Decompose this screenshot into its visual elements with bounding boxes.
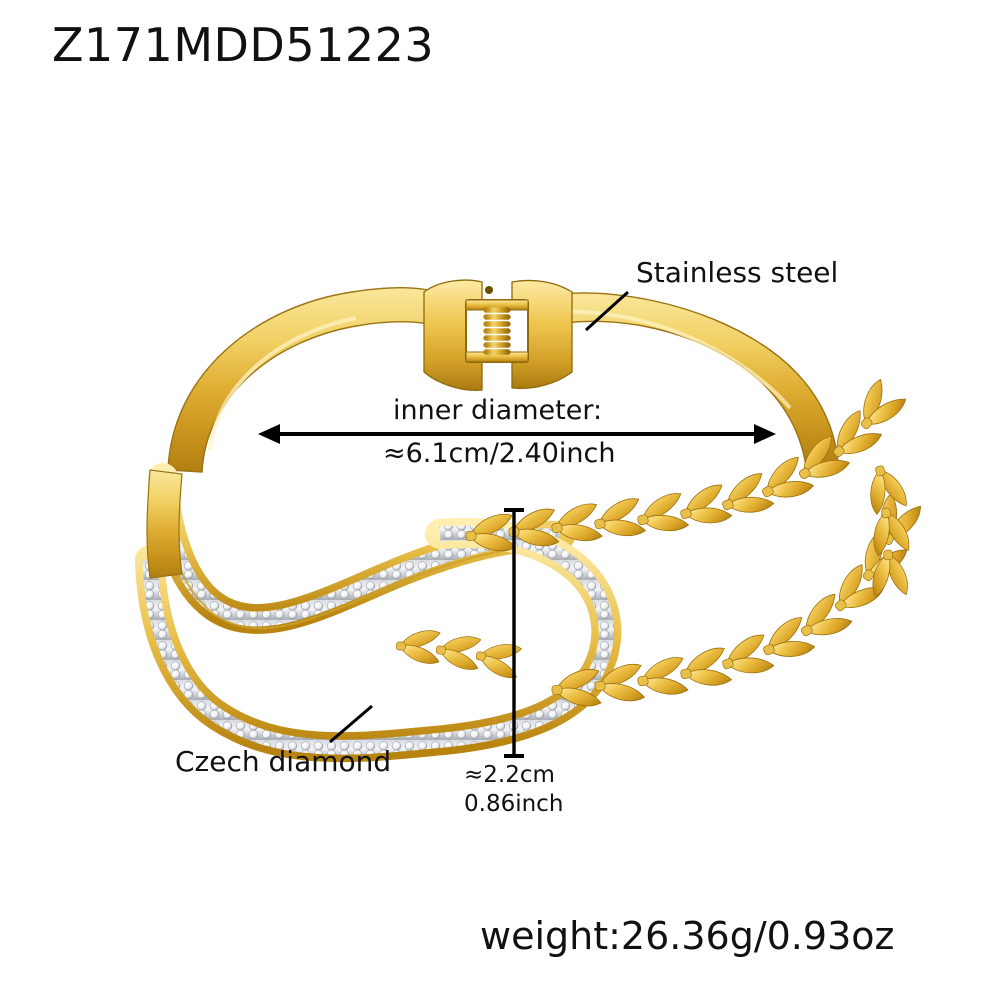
leader-line-stainless [584, 290, 630, 332]
leader-line-czech [329, 704, 373, 744]
product-weight-label: weight:26.36g/0.93oz [480, 914, 895, 958]
bangle-outer-band [167, 286, 839, 473]
inner-diameter-arrow [258, 424, 776, 444]
annotation-inner-diameter-title: inner diameter: [393, 395, 603, 426]
band-left-bridge [146, 469, 183, 579]
height-dimension-bar [504, 508, 524, 758]
annotation-height-inch: 0.86inch [464, 791, 564, 817]
annotation-height-cm: ≈2.2cm [464, 762, 555, 788]
pave-band-upper [148, 463, 575, 634]
leaf-motif-inner [395, 629, 523, 680]
annotation-inner-diameter-value: ≈6.1cm/2.40inch [383, 438, 616, 469]
pave-band-lower [135, 518, 622, 763]
clasp-mechanism [423, 279, 573, 391]
annotation-stainless-steel: Stainless steel [636, 256, 839, 289]
annotation-czech-diamond: Czech diamond [175, 745, 392, 778]
spring-coil [483, 307, 511, 355]
product-sku-title: Z171MDD51223 [52, 18, 435, 72]
